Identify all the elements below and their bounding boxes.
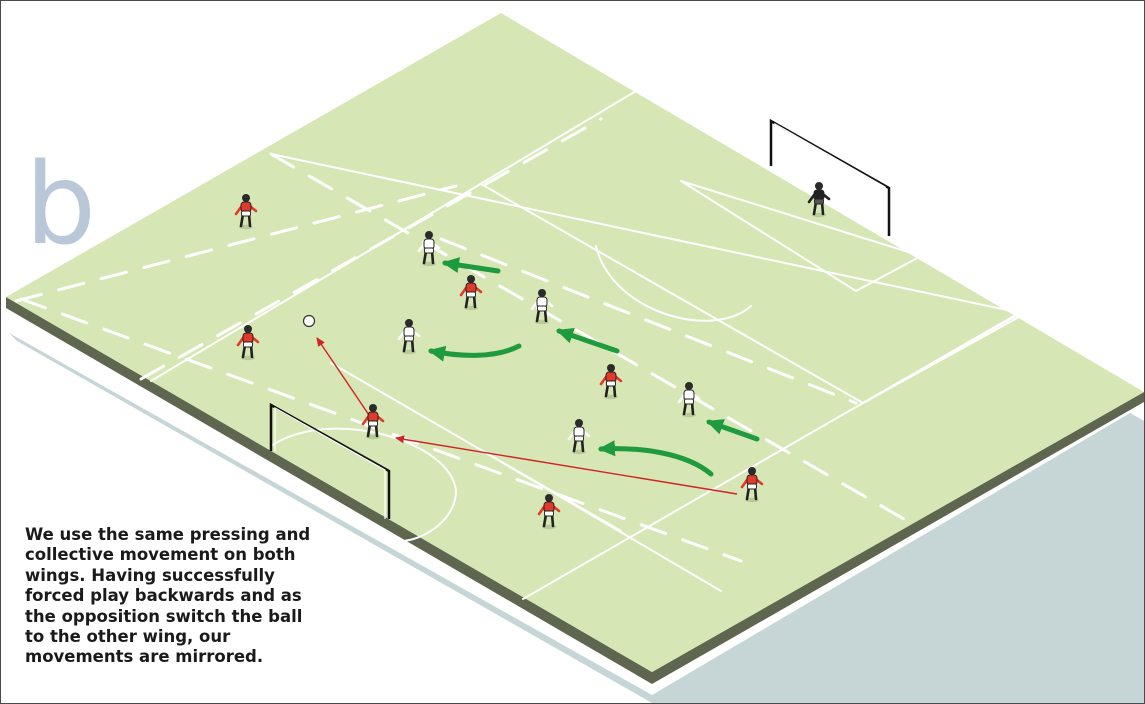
panel-letter: b (25, 149, 96, 261)
ball-icon (304, 316, 315, 327)
diagram-caption: We use the same pressing and collective … (25, 525, 325, 668)
